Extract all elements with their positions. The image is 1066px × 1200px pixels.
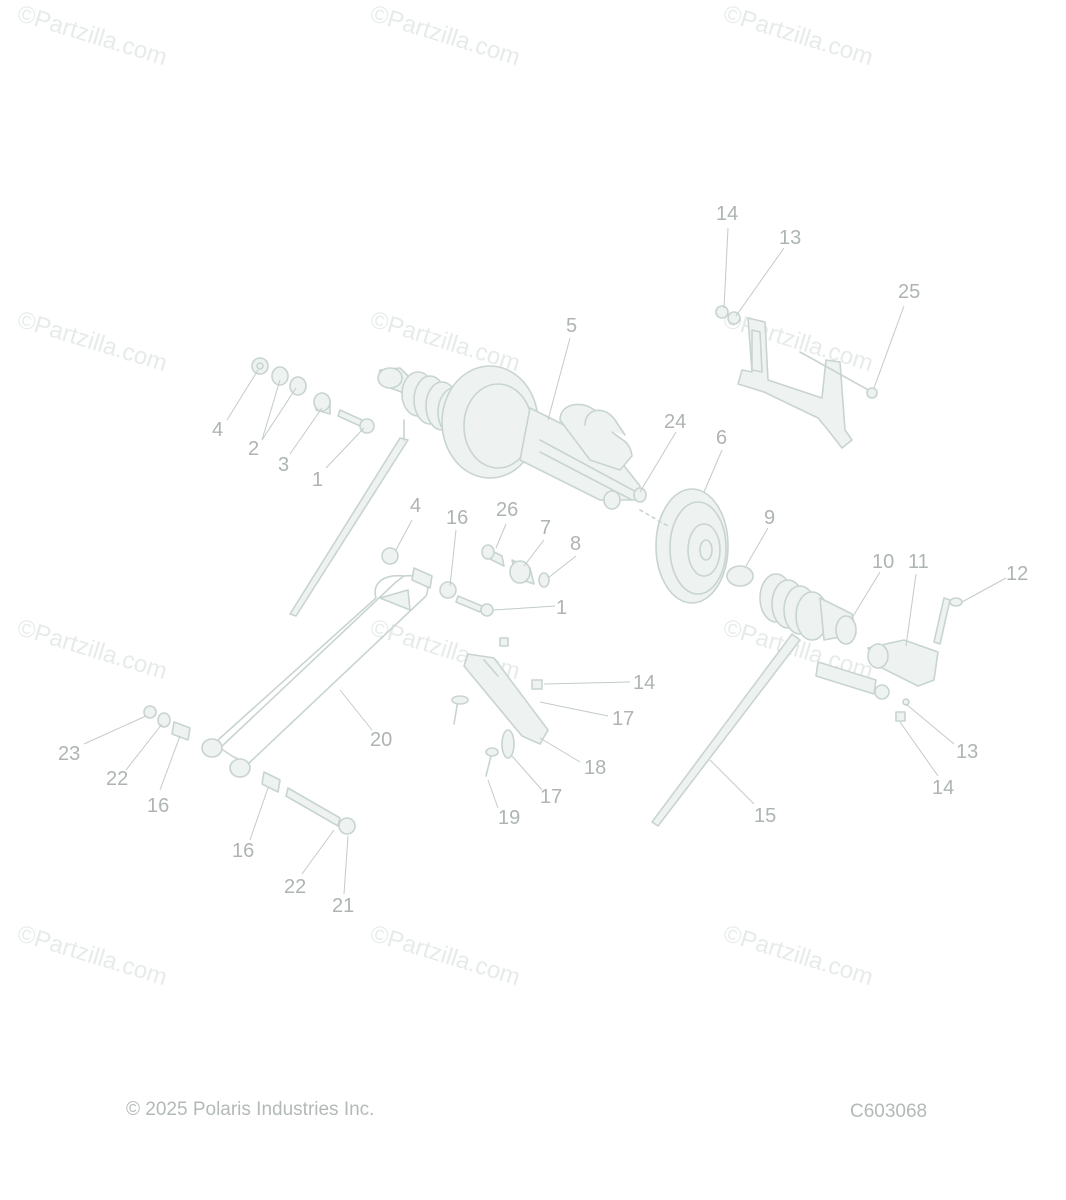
spring-arm-part-15 (651, 633, 801, 827)
spacer-16-left (171, 721, 191, 741)
callout-22-bottom: 22 (284, 876, 306, 898)
callout-11: 11 (908, 551, 929, 573)
bracket-part-25 (737, 317, 878, 449)
callout-4-center: 4 (410, 495, 421, 517)
callout-3: 3 (278, 454, 289, 476)
callout-4-left: 4 (212, 419, 223, 441)
callout-1-center: 1 (556, 597, 567, 619)
callout-10: 10 (872, 551, 894, 573)
bushing-part-26 (481, 544, 505, 567)
figure-code: C603068 (850, 1101, 928, 1122)
callout-9: 9 (764, 507, 775, 529)
bolt-21 (285, 787, 356, 835)
callout-19: 19 (498, 807, 520, 829)
callout-26: 26 (496, 499, 518, 521)
callout-7: 7 (540, 517, 551, 539)
nut-14-top (715, 305, 729, 319)
bolt-part-12 (933, 597, 963, 645)
spindle-assembly-part-5 (377, 365, 647, 510)
callout-20: 20 (370, 729, 392, 751)
nut-14-right (895, 711, 906, 722)
callout-14-top: 14 (716, 203, 738, 225)
callout-14-center: 14 (633, 672, 655, 694)
washer-2a (271, 366, 289, 386)
callout-23: 23 (58, 743, 80, 765)
callout-24: 24 (664, 411, 686, 433)
callout-17-lower: 17 (540, 786, 562, 808)
nut-13-top (727, 311, 741, 325)
callout-8: 8 (570, 533, 581, 555)
spring-part-10 (759, 573, 857, 645)
bolt-part-19a (451, 695, 469, 725)
callout-16-top: 16 (446, 507, 468, 529)
spacer-16-top (411, 567, 457, 599)
bolt-1-center (455, 595, 494, 617)
bolt-1-left (337, 409, 375, 434)
callout-2: 2 (248, 438, 259, 460)
callout-5: 5 (566, 315, 577, 337)
callout-14-right: 14 (932, 777, 954, 799)
washer-22-left (157, 712, 171, 728)
callout-18: 18 (584, 757, 606, 779)
callout-13-top: 13 (779, 227, 801, 249)
o-ring-part-9 (726, 565, 754, 587)
ring-part-8 (538, 572, 550, 588)
callout-21: 21 (332, 895, 354, 917)
washer-17 (501, 729, 515, 759)
callout-6: 6 (716, 427, 727, 449)
callout-16-left: 16 (147, 795, 169, 817)
callout-25: 25 (898, 281, 920, 303)
washer-2b (289, 376, 307, 396)
callout-17-upper: 17 (612, 708, 634, 730)
callout-15: 15 (754, 805, 776, 827)
bearing-part-7 (509, 559, 535, 585)
tension-arm-part-20 (207, 574, 429, 765)
callout-16-bottom: 16 (232, 840, 254, 862)
pulley-part-6 (655, 488, 729, 604)
callout-12: 12 (1006, 563, 1028, 585)
shaft-hardware (815, 661, 890, 700)
clamp-part-11 (867, 639, 939, 687)
spring-arm-part-5 (289, 419, 409, 617)
bushing-20-end-a (201, 738, 223, 758)
spacer-16-bottom (261, 771, 281, 793)
callout-13-right: 13 (956, 741, 978, 763)
bolt-part-19 (485, 747, 499, 777)
nut-4-left (251, 357, 269, 375)
nut-4-center (381, 547, 399, 565)
nut-13-right (902, 698, 910, 706)
bushing-3 (313, 392, 331, 415)
callout-1-left: 1 (312, 469, 323, 491)
copyright-notice: © 2025 Polaris Industries Inc. (126, 1099, 375, 1120)
plate-part-18 (463, 653, 549, 745)
callout-22-left: 22 (106, 768, 128, 790)
nut-23 (143, 705, 157, 719)
bushing-20-end-b (229, 758, 251, 778)
nut-14-center (531, 679, 543, 690)
nut-top-18 (499, 637, 509, 647)
